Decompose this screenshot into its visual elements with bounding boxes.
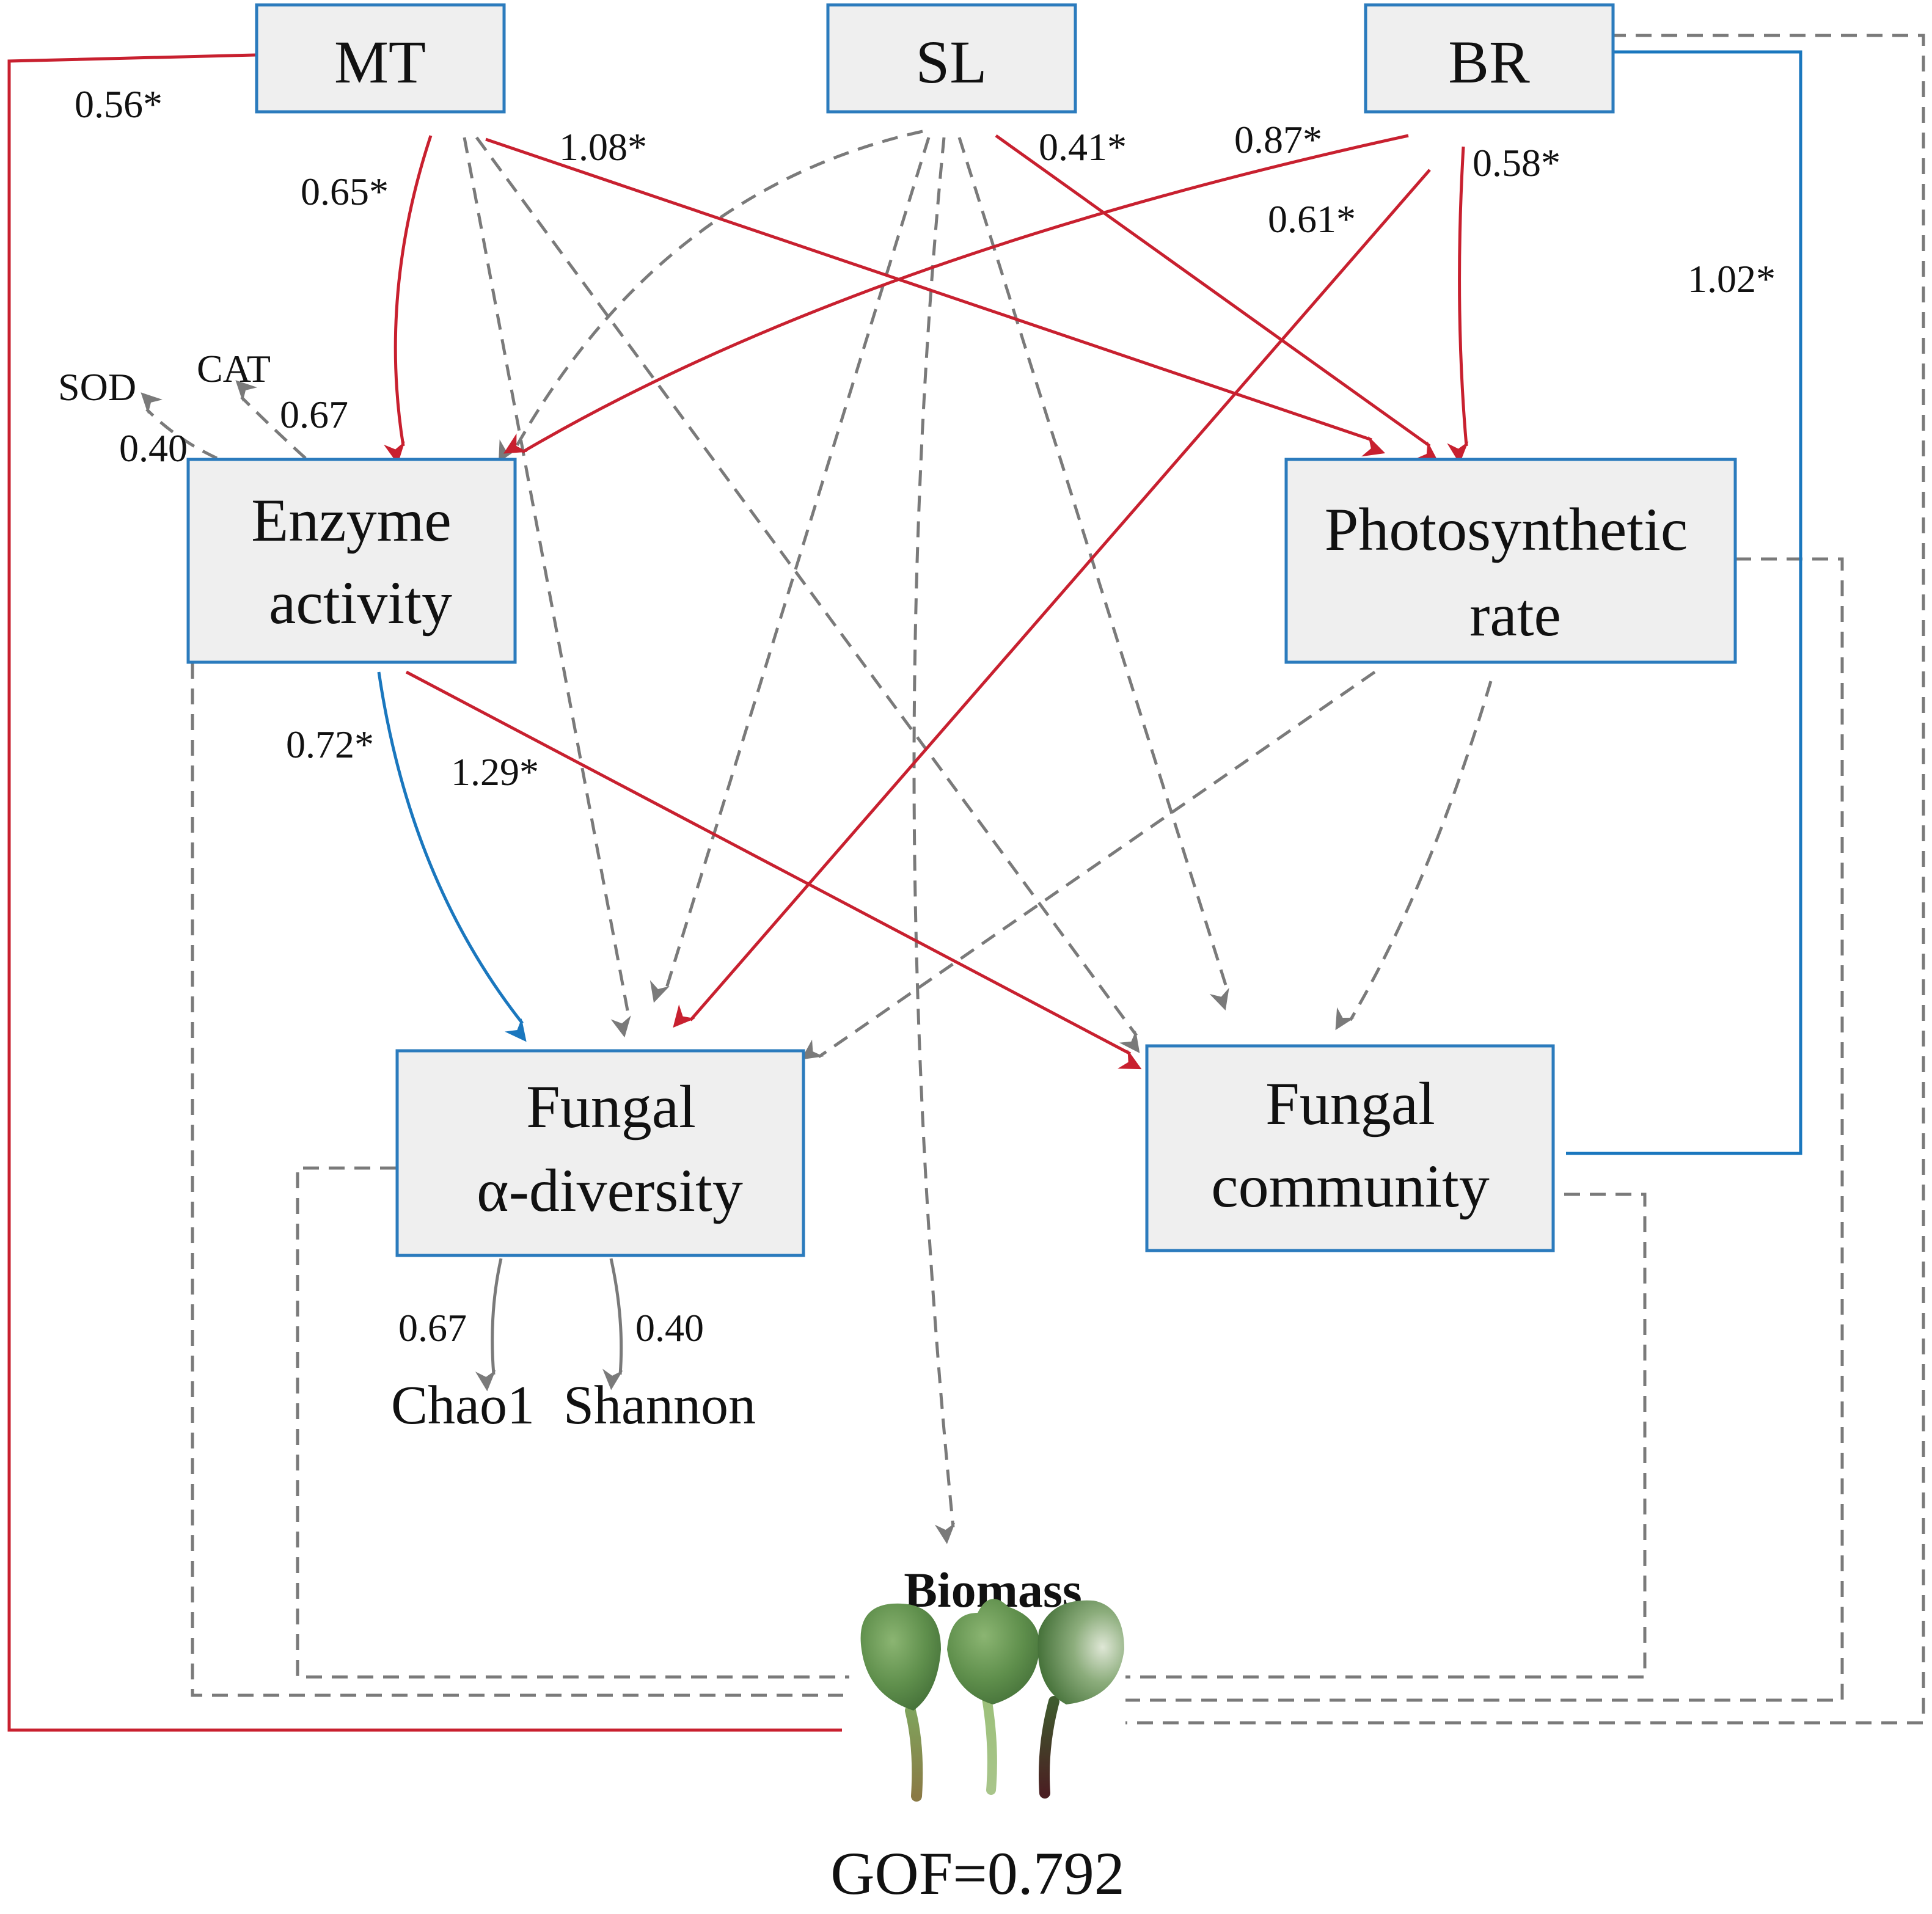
coef-br-enzyme: 0.87* — [1234, 118, 1322, 161]
node-alpha-box — [395, 1049, 805, 1257]
node-enzyme-box — [186, 458, 517, 664]
loading-sod: 0.40 — [119, 426, 188, 470]
seedling-icon — [860, 1599, 1124, 1802]
indicator-shannon: Shannon — [563, 1375, 756, 1436]
node-fungal-community: Fungal community — [1145, 1044, 1555, 1252]
coef-br-photo: 0.58* — [1473, 141, 1561, 184]
path-sl-alpha — [649, 137, 931, 1003]
path-shannon-loading — [602, 1258, 623, 1390]
path-enzyme-community — [405, 670, 1142, 1070]
indicator-cat: CAT — [197, 347, 271, 390]
coef-br-alpha: 0.61* — [1268, 197, 1356, 241]
path-sod-loading — [141, 392, 218, 460]
path-mt-alpha — [463, 137, 631, 1038]
loading-shannon: 0.40 — [635, 1306, 704, 1350]
node-sl-label: SL — [916, 28, 987, 96]
node-br: BR — [1364, 3, 1615, 114]
loading-chao1: 0.67 — [398, 1306, 467, 1350]
node-community-box — [1145, 1044, 1555, 1252]
node-enzyme-line2: activity — [269, 569, 452, 637]
node-br-label: BR — [1448, 28, 1530, 96]
path-sl-biomass — [912, 137, 956, 1544]
path-photo-community — [1335, 681, 1493, 1031]
node-photo-box — [1284, 458, 1737, 664]
path-mt-photo — [485, 137, 1386, 457]
negative-paths — [377, 50, 1802, 1155]
node-community-line1: Fungal — [1265, 1070, 1435, 1138]
node-community-line2: community — [1211, 1152, 1490, 1220]
node-fungal-alpha-diversity: Fungal α-diversity — [395, 1049, 805, 1257]
path-photo-alpha — [801, 670, 1376, 1060]
node-alpha-line1: Fungal — [526, 1073, 696, 1141]
node-photo-line2: rate — [1469, 581, 1561, 649]
path-mt-biomass — [7, 53, 842, 1732]
coef-mt-enzyme: 0.65* — [301, 170, 389, 213]
nonsignificant-paths — [141, 34, 1925, 1725]
path-sl-enzyme — [498, 130, 923, 462]
path-enzyme-alpha — [377, 671, 527, 1042]
node-mt-box — [255, 3, 506, 114]
node-enzyme-line1: Enzyme — [251, 486, 452, 554]
indicator-sod: SOD — [58, 365, 136, 409]
indicator-chao1: Chao1 — [391, 1375, 535, 1436]
coef-mt-biomass: 0.56* — [75, 82, 163, 126]
coef-sl-photo: 0.41* — [1039, 125, 1127, 169]
node-enzyme-activity: Enzyme activity — [186, 458, 517, 664]
path-photo-biomass — [1125, 557, 1844, 1702]
coef-enzyme-alpha: 0.72* — [286, 723, 374, 766]
path-br-alpha — [673, 169, 1431, 1028]
node-mt: MT — [255, 3, 506, 114]
path-alpha-biomass — [296, 1166, 849, 1679]
path-br-community — [1566, 50, 1802, 1155]
loading-cat: 0.67 — [280, 393, 348, 436]
path-br-photo — [1447, 146, 1469, 464]
node-alpha-line2: α-diversity — [477, 1156, 743, 1224]
node-sl: SL — [826, 3, 1077, 114]
path-mt-enzyme — [384, 135, 433, 464]
path-sl-community — [957, 137, 1230, 1011]
path-enzyme-biomass — [191, 663, 843, 1697]
positive-paths — [7, 53, 1469, 1732]
path-community-biomass — [1125, 1193, 1647, 1679]
path-mt-community — [475, 136, 1140, 1053]
path-cat-loading — [235, 380, 307, 459]
coef-br-biomass: 1.02* — [1688, 257, 1776, 301]
node-photosynthetic-rate: Photosynthetic rate — [1284, 458, 1737, 664]
gof-value: GOF=0.792 — [830, 1839, 1124, 1907]
node-mt-label: MT — [334, 28, 426, 96]
node-sl-box — [826, 3, 1077, 114]
node-photo-line1: Photosynthetic — [1325, 495, 1688, 563]
path-chao1-loading — [475, 1258, 503, 1392]
coef-mt-photo: 1.08* — [559, 125, 647, 169]
path-br-enzyme — [503, 134, 1409, 454]
path-sl-photo — [995, 134, 1439, 463]
node-br-box — [1364, 3, 1615, 114]
coef-enzyme-community: 1.29* — [451, 750, 539, 794]
path-br-biomass-dashed — [1125, 34, 1925, 1725]
